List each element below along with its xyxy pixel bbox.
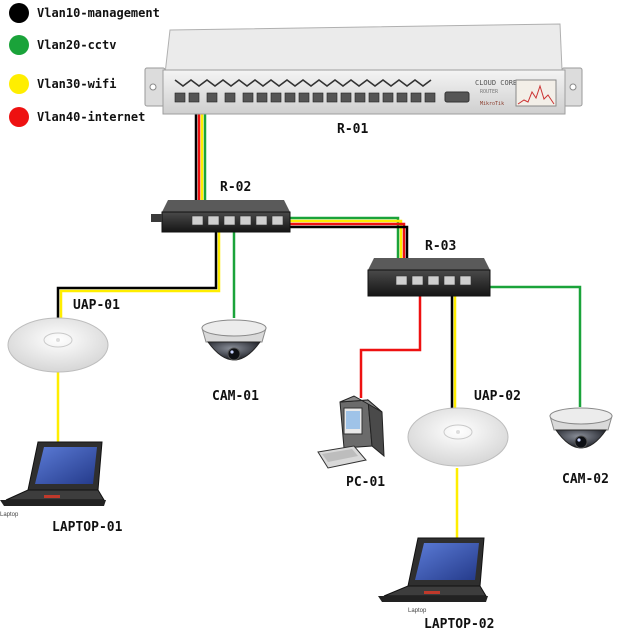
access-point-uap01: UAP-01 bbox=[7, 298, 120, 373]
laptop-laptop02: Laptop LAPTOP-02 bbox=[378, 537, 494, 632]
access-point-uap02: UAP-02 bbox=[407, 389, 521, 467]
switch-r03: R-03 bbox=[367, 239, 491, 297]
legend: Vlan10-management Vlan20-cctv Vlan30-wif… bbox=[9, 3, 160, 127]
legend-label: Vlan30-wifi bbox=[37, 77, 116, 91]
laptop-laptop01: Laptop LAPTOP-01 bbox=[0, 441, 123, 535]
legend-label: Vlan40-internet bbox=[37, 110, 145, 124]
legend-label: Vlan10-management bbox=[37, 6, 160, 20]
laptop02-label: LAPTOP-02 bbox=[424, 617, 494, 632]
legend-swatch-red bbox=[9, 107, 29, 127]
camera-cam01: CAM-01 bbox=[201, 319, 267, 404]
r02-label: R-02 bbox=[220, 180, 251, 195]
legend-swatch-black bbox=[9, 3, 29, 23]
laptop02-badge: Laptop bbox=[408, 608, 427, 614]
r01-model-text: ROUTER bbox=[480, 89, 499, 95]
cables bbox=[56, 98, 582, 540]
r03-label: R-03 bbox=[425, 239, 456, 254]
laptop01-label: LAPTOP-01 bbox=[52, 520, 123, 535]
legend-item-vlan10: Vlan10-management bbox=[9, 3, 160, 23]
camera-cam02: CAM-02 bbox=[549, 407, 613, 487]
cam01-label: CAM-01 bbox=[212, 389, 259, 404]
router-r01: CLOUD CORE ROUTER MikroTik R-01 bbox=[144, 23, 583, 137]
cable-r03-uap02 bbox=[450, 286, 457, 410]
uap02-label: UAP-02 bbox=[474, 389, 521, 404]
r01-label: R-01 bbox=[337, 122, 368, 137]
legend-swatch-green bbox=[9, 35, 29, 55]
uap01-label: UAP-01 bbox=[73, 298, 120, 313]
cable-r03-cam02 bbox=[470, 285, 582, 407]
r02-port-row bbox=[191, 215, 284, 226]
cam02-label: CAM-02 bbox=[562, 472, 609, 487]
legend-item-vlan30: Vlan30-wifi bbox=[9, 74, 116, 94]
pc01-label: PC-01 bbox=[346, 475, 385, 490]
r01-maker-text: MikroTik bbox=[480, 101, 504, 107]
r01-brand-text: CLOUD CORE bbox=[475, 79, 517, 87]
legend-swatch-yellow bbox=[9, 74, 29, 94]
cable-r03-pc01 bbox=[359, 286, 422, 398]
r01-port-row bbox=[174, 92, 436, 103]
r03-port-row bbox=[395, 275, 472, 286]
cable-r02-uap01 bbox=[56, 226, 221, 318]
legend-item-vlan20: Vlan20-cctv bbox=[9, 35, 116, 55]
computer-pc01: PC-01 bbox=[317, 395, 385, 490]
legend-label: Vlan20-cctv bbox=[37, 38, 116, 52]
legend-item-vlan40: Vlan40-internet bbox=[9, 107, 145, 127]
laptop01-badge: Laptop bbox=[0, 512, 19, 518]
switch-r02: R-02 bbox=[151, 180, 291, 233]
